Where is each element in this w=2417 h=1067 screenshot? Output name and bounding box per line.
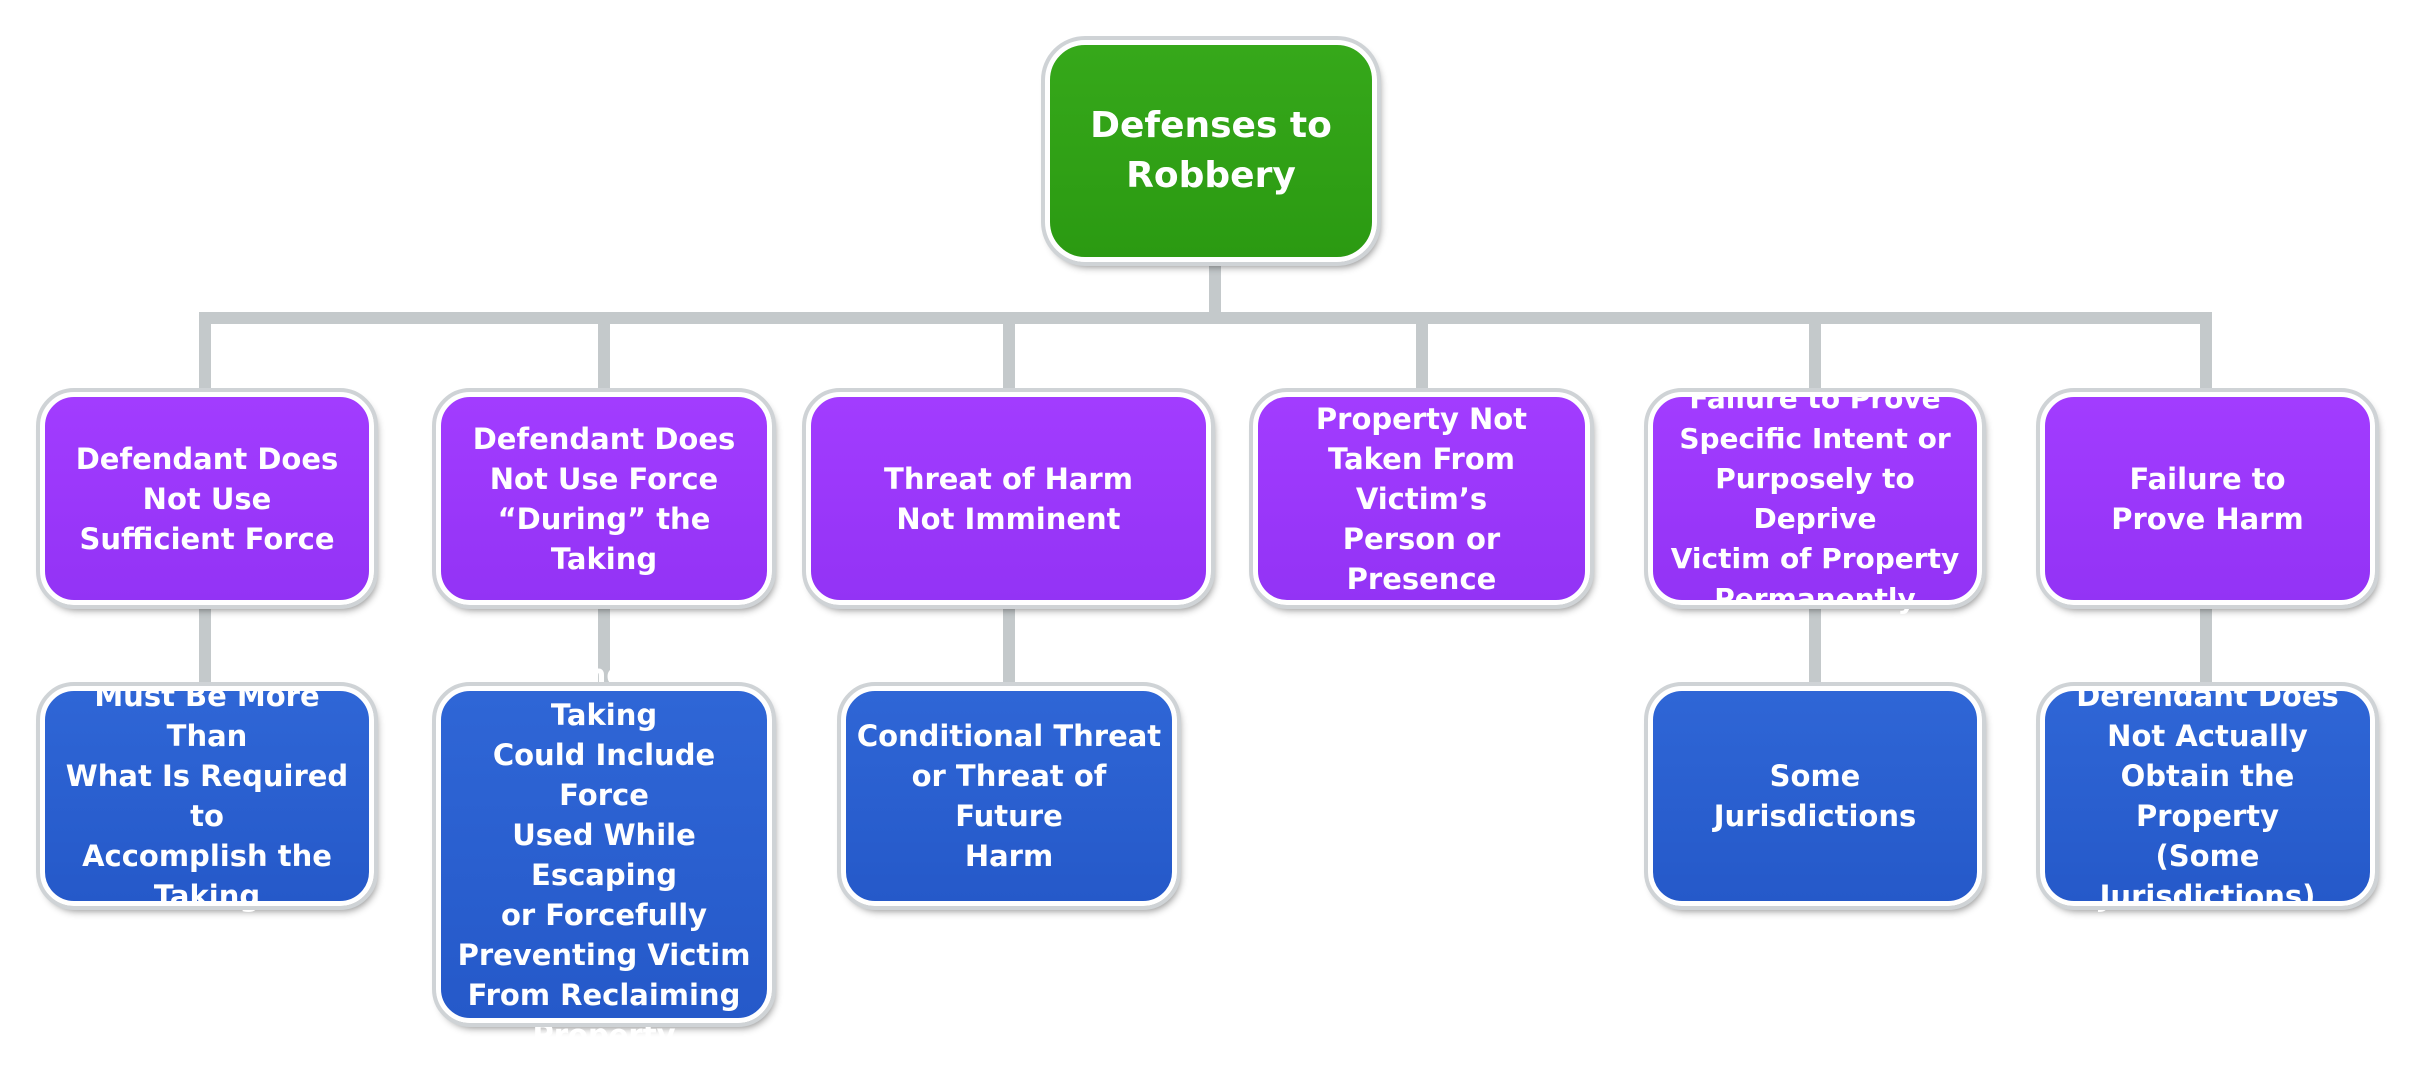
detail-node-more-than-required: Must Be More Than What Is Required to Ac… [36,679,378,913]
defense-node-threat-not-imminent: Threat of Harm Not Imminent [802,388,1215,609]
detail-node-during-taking-includes-escape: “During” the Taking Could Include Force … [432,658,776,1052]
detail-node-conditional-threat: Conditional Threat or Threat of Future H… [837,682,1181,910]
defense-node-force-during-taking: Defendant Does Not Use Force “During” th… [432,388,776,609]
defense-node-property-not-taken-from-person: Property Not Taken From Victim’s Person … [1249,388,1594,609]
defense-node-insufficient-force: Defendant Does Not Use Sufficient Force [36,388,378,609]
defense-node-failure-to-prove-intent: Failure to Prove Specific Intent or Purp… [1644,382,1986,615]
root-node-defenses-to-robbery: Defenses to Robbery [1041,36,1381,266]
defense-node-failure-to-prove-harm: Failure to Prove Harm [2036,388,2379,609]
detail-node-some-jurisdictions: Some Jurisdictions [1644,682,1986,910]
detail-node-does-not-obtain-property: Defendant Does Not Actually Obtain the P… [2036,679,2379,913]
